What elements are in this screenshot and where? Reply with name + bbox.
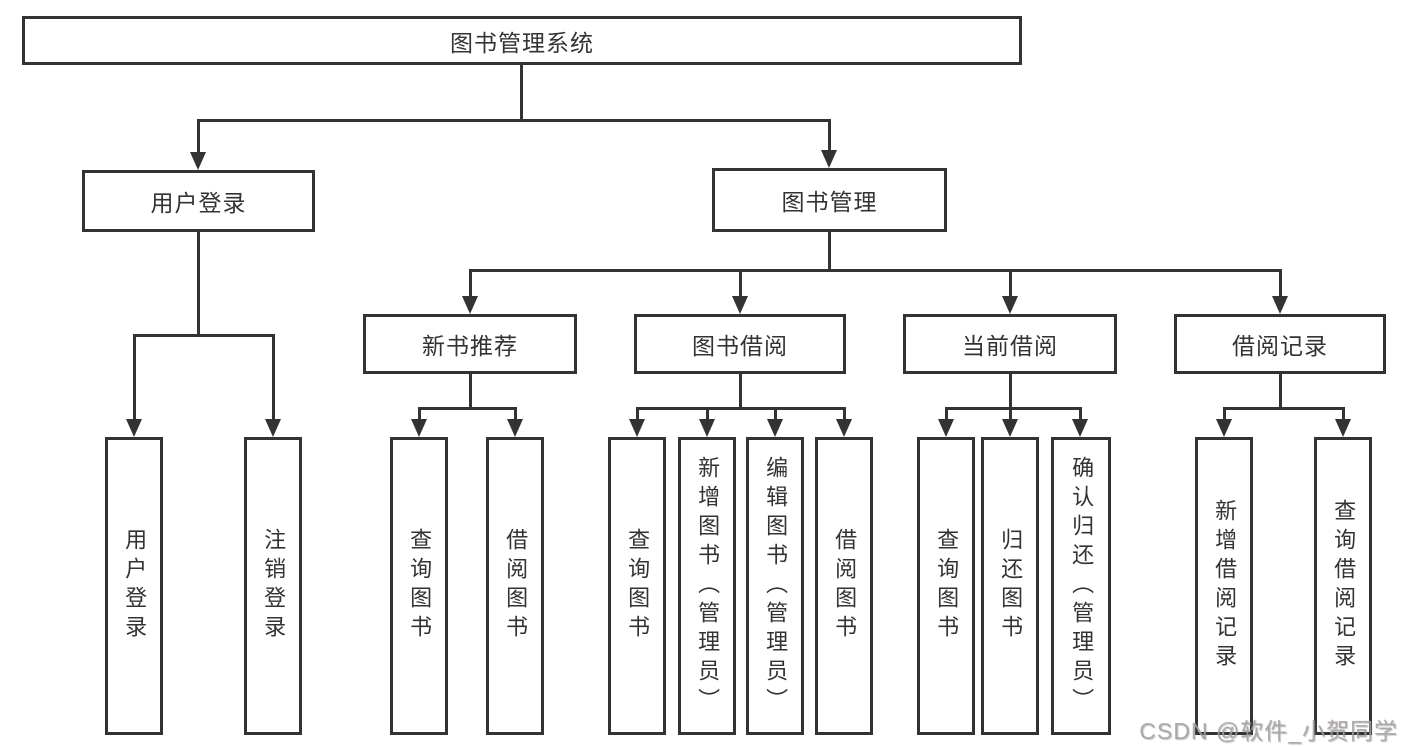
connector-line [469, 269, 1282, 272]
connector-line [197, 232, 200, 337]
connector-line [828, 119, 831, 152]
arrowhead [836, 419, 852, 437]
leaf-query-books-3: 查询图书 [917, 437, 975, 735]
node-book-management: 图书管理 [712, 168, 947, 232]
arrowhead [938, 419, 954, 437]
connector-line [945, 407, 1082, 410]
node-book-borrow: 图书借阅 [634, 314, 846, 374]
connector-line [1342, 407, 1345, 421]
connector-line [1279, 374, 1282, 410]
connector-line [945, 407, 948, 421]
leaf-query-books-1: 查询图书 [390, 437, 448, 735]
arrowhead [629, 419, 645, 437]
connector-line [706, 407, 709, 421]
arrowhead [767, 419, 783, 437]
leaf-return-books: 归还图书 [981, 437, 1039, 735]
node-root: 图书管理系统 [22, 16, 1022, 65]
connector-line [469, 374, 472, 410]
connector-line [1223, 407, 1345, 410]
arrowhead [1072, 419, 1088, 437]
connector-line [1079, 407, 1082, 421]
node-current-borrow: 当前借阅 [903, 314, 1117, 374]
leaf-confirm-return-admin: 确认归还（管理员） [1051, 437, 1111, 735]
leaf-query-books-2: 查询图书 [608, 437, 666, 735]
arrowhead [1002, 296, 1018, 314]
connector-line [636, 407, 639, 421]
connector-line [1009, 374, 1012, 410]
connector-line [133, 334, 275, 337]
connector-line [418, 407, 421, 421]
connector-line [197, 119, 200, 154]
leaf-add-borrow-record: 新增借阅记录 [1195, 437, 1253, 735]
leaf-query-borrow-record: 查询借阅记录 [1314, 437, 1372, 735]
leaf-user-login: 用户登录 [105, 437, 163, 735]
connector-line [843, 407, 846, 421]
arrowhead [190, 152, 206, 170]
arrowhead [462, 296, 478, 314]
arrowhead [1335, 419, 1351, 437]
connector-line [418, 407, 517, 410]
node-new-book-recommend: 新书推荐 [363, 314, 577, 374]
connector-line [828, 232, 831, 272]
connector-line [774, 407, 777, 421]
connector-line [133, 334, 136, 421]
connector-line [1009, 269, 1012, 298]
connector-line [197, 119, 831, 122]
arrowhead [265, 419, 281, 437]
connector-line [469, 269, 472, 298]
leaf-logout: 注销登录 [244, 437, 302, 735]
arrowhead [411, 419, 427, 437]
connector-line [272, 334, 275, 421]
connector-line [1279, 269, 1282, 298]
leaf-edit-book-admin: 编辑图书（管理员） [746, 437, 804, 735]
leaf-borrow-books-1: 借阅图书 [486, 437, 544, 735]
arrowhead [699, 419, 715, 437]
arrowhead [1002, 419, 1018, 437]
arrowhead [507, 419, 523, 437]
connector-line [739, 269, 742, 298]
arrowhead [821, 150, 837, 168]
leaf-add-book-admin: 新增图书（管理员） [678, 437, 736, 735]
connector-line [520, 65, 523, 121]
arrowhead [1216, 419, 1232, 437]
node-user-login: 用户登录 [82, 170, 315, 232]
connector-line [1009, 407, 1012, 421]
node-borrow-records: 借阅记录 [1174, 314, 1386, 374]
leaf-borrow-books-2: 借阅图书 [815, 437, 873, 735]
connector-line [1223, 407, 1226, 421]
connector-line [514, 407, 517, 421]
connector-line [739, 374, 742, 410]
connector-line [636, 407, 846, 410]
arrowhead [1272, 296, 1288, 314]
arrowhead [126, 419, 142, 437]
arrowhead [732, 296, 748, 314]
